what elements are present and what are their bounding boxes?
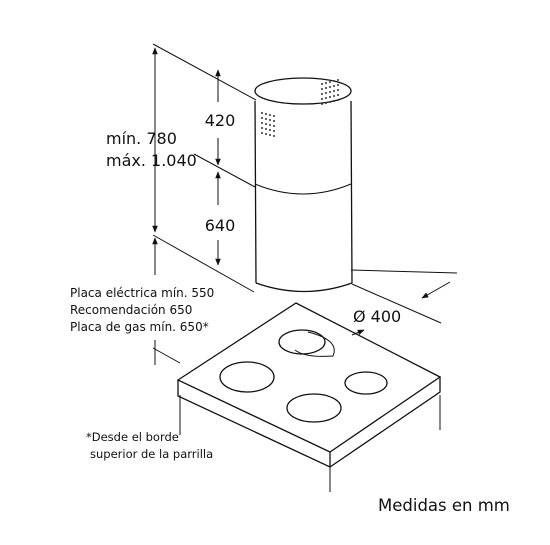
- dimension-lines: [152, 47, 451, 492]
- burner-front-left: [219, 361, 275, 393]
- dim-total-min: mín. 780: [106, 129, 177, 148]
- clearance-recommended: Recomendación 650: [70, 303, 192, 317]
- burner-back: [278, 329, 326, 355]
- units-caption: Medidas en mm: [378, 496, 510, 515]
- burner-front: [286, 393, 342, 423]
- dim-top-section: 420: [205, 111, 236, 130]
- footnote-line-2: superior de la parrilla: [90, 447, 213, 461]
- cooktop: [176, 302, 442, 469]
- dim-diameter: Ø 400: [353, 307, 401, 326]
- vent-grille-left: [261, 112, 275, 137]
- burner-right: [344, 371, 388, 395]
- dim-bottom-section: 640: [205, 216, 236, 235]
- footnote-line-1: *Desde el borde: [86, 430, 179, 444]
- dim-total-max: máx. 1.040: [106, 151, 197, 170]
- vent-grille-right: [321, 79, 339, 105]
- extension-lines: [152, 43, 458, 364]
- clearance-gas: Placa de gas mín. 650*: [70, 320, 209, 334]
- clearance-electric: Placa eléctrica mín. 550: [70, 286, 214, 300]
- hood-cylinder: [254, 77, 353, 293]
